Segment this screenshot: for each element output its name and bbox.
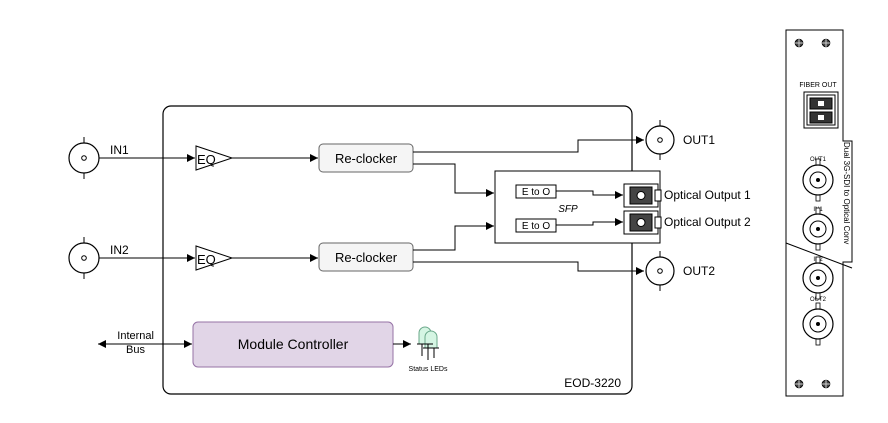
reclocker2-label: Re-clocker [335, 250, 398, 265]
e-to-o-1-wire [556, 190, 623, 199]
model-label: EOD-3220 [564, 376, 621, 390]
out2-label: OUT2 [683, 264, 715, 278]
internal-bus-label-line1: Internal [117, 330, 154, 342]
reclocker1-to-sfp [413, 163, 494, 197]
in2-label: IN2 [110, 243, 129, 257]
panel-bnc-in2-icon [802, 256, 834, 300]
e-to-o-2-wire [556, 218, 623, 226]
out1-connector-icon [645, 120, 675, 160]
e-to-o-2-label: E to O [522, 221, 551, 232]
reclocker1-label: Re-clocker [335, 151, 398, 166]
in2-connector-icon [68, 237, 100, 279]
panel-divider [785, 242, 853, 269]
optical-port-1-icon [623, 183, 662, 208]
eq1-label: EQ [197, 152, 216, 167]
reclocker1-to-out1 [413, 136, 644, 153]
eq1-triangle [195, 145, 234, 171]
optical-output-1-label: Optical Output 1 [664, 188, 751, 202]
optical-output-2-label: Optical Output 2 [664, 215, 751, 229]
in1-label: IN1 [110, 143, 129, 157]
out1-label: OUT1 [683, 133, 715, 147]
screw-icon-top-left [794, 38, 804, 48]
panel-connector-label-out2: OUT2 [810, 297, 827, 303]
in1-connector-icon [68, 137, 100, 179]
fiber-out-label: FIBER OUT [799, 82, 837, 89]
reclocker1-box [318, 143, 414, 173]
panel-bnc-in1-icon [802, 207, 834, 251]
sfp-label: SFP [558, 204, 578, 215]
panel-bnc-out1-icon [802, 158, 834, 202]
status-leds-label: Status LEDs [409, 366, 448, 373]
eq2-label: EQ [197, 252, 216, 267]
reclocker2-to-sfp [413, 222, 494, 251]
module-controller-label: Module Controller [238, 336, 349, 352]
reclocker2-to-out2 [413, 261, 644, 275]
eq2-triangle [195, 245, 234, 271]
out2-connector-icon [645, 251, 675, 291]
screw-icon-bottom-left [794, 379, 804, 389]
optical-port-2-icon [623, 210, 662, 235]
status-leds-icon [417, 326, 439, 360]
screw-icon-bottom-right [821, 379, 831, 389]
panel-side-text: Dual 3G-SDI to Optical Conv [842, 142, 851, 244]
e-to-o-1-label: E to O [522, 187, 551, 198]
screw-icon-top-right [821, 38, 831, 48]
internal-bus-label-line2: Bus [126, 344, 145, 356]
reclocker2-box [318, 242, 414, 272]
fiber-out-connector-icon [803, 91, 839, 129]
panel-bnc-out2-icon [802, 302, 834, 346]
